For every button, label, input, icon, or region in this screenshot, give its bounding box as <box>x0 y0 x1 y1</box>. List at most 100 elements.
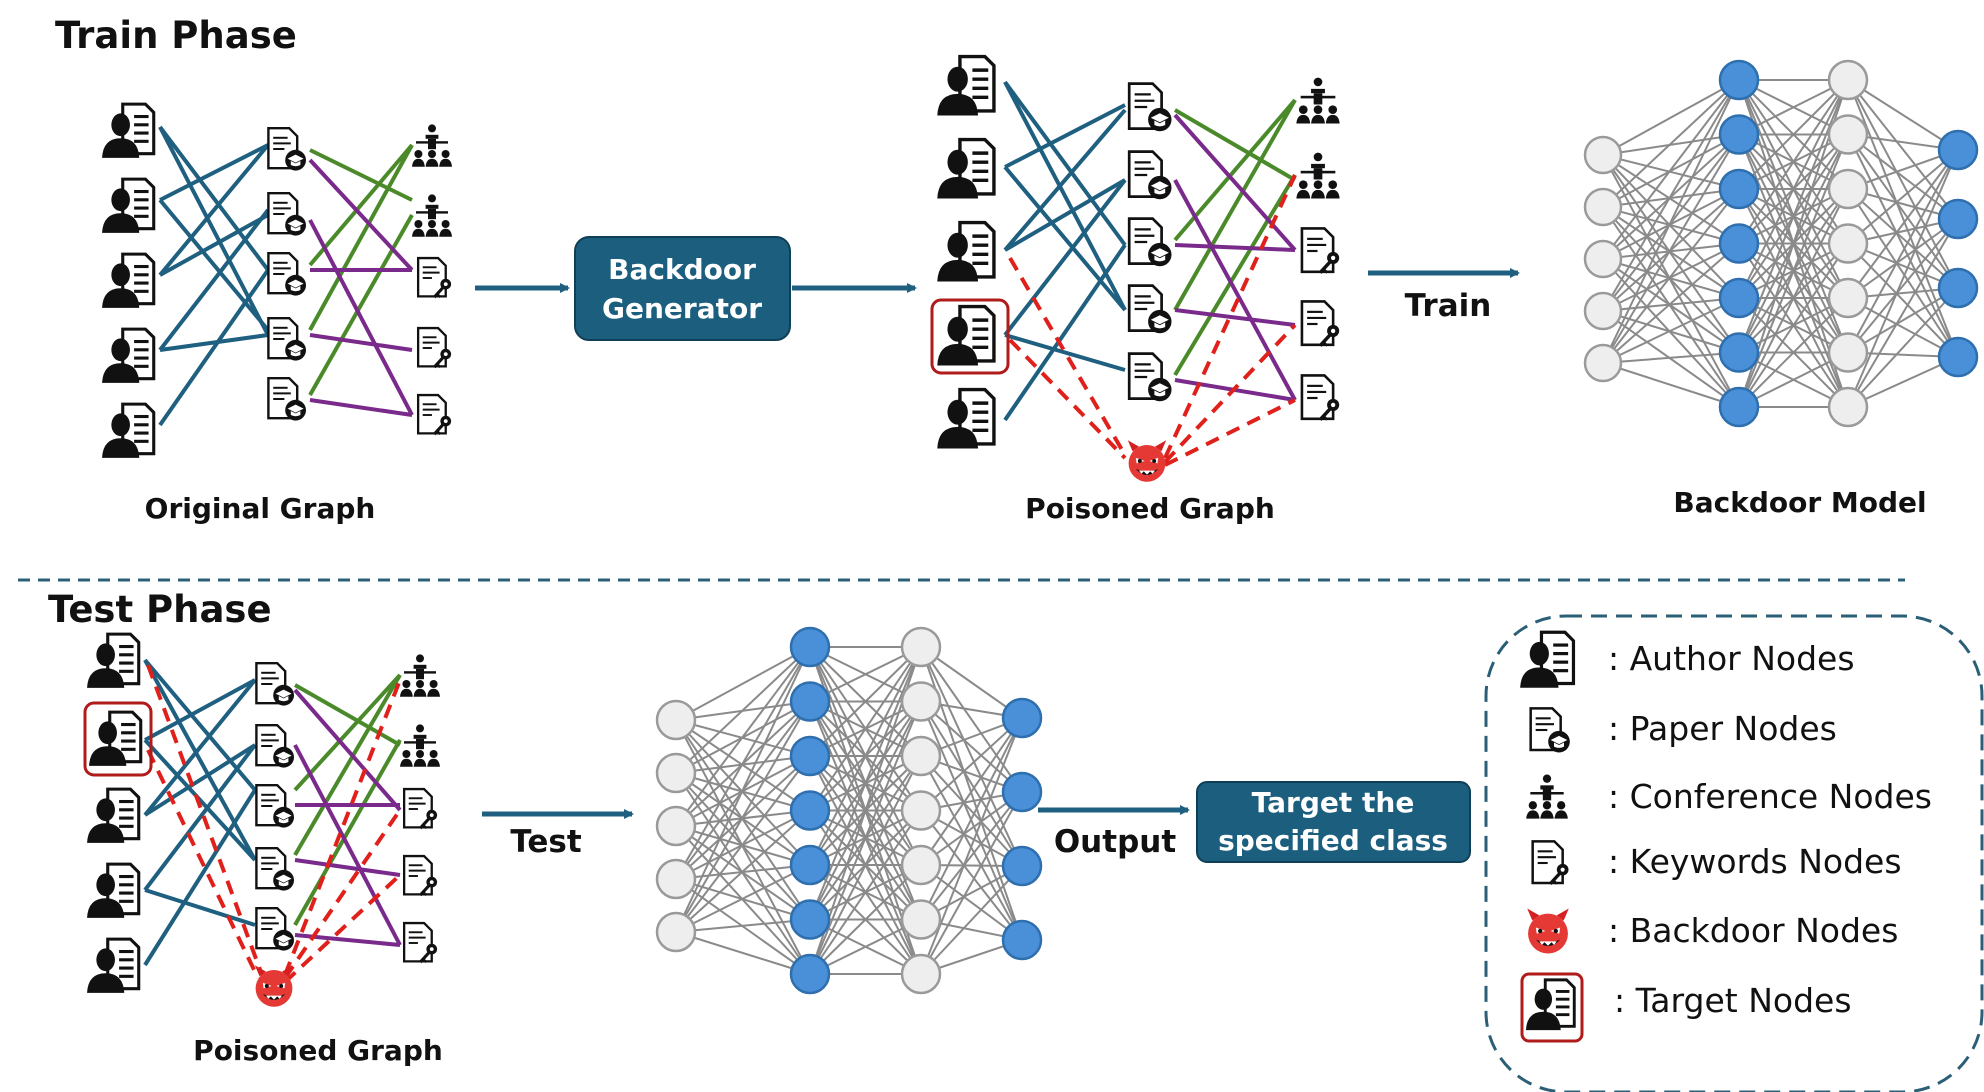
nn-connection <box>920 646 1023 793</box>
poisoned-graph-test-label: Poisoned Graph <box>193 1034 443 1067</box>
author-node-icon <box>100 252 156 310</box>
nn-connection <box>1602 154 1740 190</box>
nn-connection <box>1738 79 1849 353</box>
nn-connection <box>1602 79 1740 156</box>
nn-connection <box>920 646 1023 867</box>
nn-connection <box>1847 242 1959 358</box>
nn-connection <box>920 717 1023 975</box>
neuron-blue <box>1937 336 1979 378</box>
nn-connection <box>809 646 922 866</box>
nn-connection <box>809 646 922 703</box>
nn-connection <box>1847 134 1959 358</box>
nn-connection <box>920 717 1023 812</box>
paper-node-icon <box>255 907 296 952</box>
neuron-blue <box>789 899 831 940</box>
nn-connection <box>1602 79 1740 208</box>
nn-connection <box>1602 351 1740 364</box>
nn-connection <box>675 809 811 933</box>
nn-connection <box>920 717 1023 866</box>
paper-node-icon <box>255 784 296 829</box>
conference-node-icon <box>400 724 440 767</box>
nn-connection <box>809 755 922 975</box>
original-graph-edges <box>158 125 414 427</box>
neuron-gray <box>900 899 942 940</box>
nn-connection <box>920 700 1023 793</box>
nn-connection <box>1602 206 1740 245</box>
nn-connection <box>809 646 922 920</box>
nn-connection <box>675 864 811 933</box>
conference-node-icon <box>412 124 452 167</box>
neuron-gray <box>655 805 697 847</box>
neuron-gray <box>1827 277 1869 319</box>
neuron-blue <box>789 953 831 995</box>
neuron-gray <box>1583 343 1623 383</box>
neuron-blue <box>789 790 831 831</box>
nn-connection <box>1847 287 1959 354</box>
nn-connection <box>1602 206 1740 354</box>
nn-connection <box>675 646 811 774</box>
nn-connection <box>1738 79 1849 190</box>
train-arrow-label: Train <box>1405 288 1492 324</box>
nn-connection <box>1602 310 1740 408</box>
paper-node-icon <box>255 724 296 769</box>
nn-connection <box>1602 79 1740 260</box>
nn-connection <box>1602 297 1740 364</box>
nn-connection <box>1738 297 1849 408</box>
nn-connection <box>920 791 1023 975</box>
nn-connection <box>1847 188 1959 358</box>
nn-connection <box>1602 154 1740 354</box>
nn-connection <box>675 931 811 975</box>
author-node-icon <box>85 787 141 845</box>
conference-node-icon <box>412 194 452 237</box>
nn-connections <box>1602 79 1959 408</box>
nn-connection <box>1847 297 1959 358</box>
nn-connection <box>920 646 1023 719</box>
neuron-gray <box>1827 114 1869 155</box>
neuron-blue <box>1718 277 1760 319</box>
author-node-icon <box>935 304 996 368</box>
author-node-icon <box>1518 630 1576 690</box>
nn-connection <box>1602 258 1740 299</box>
nn-connection <box>1738 351 1849 408</box>
nn-connection <box>1602 362 1740 408</box>
legend-item-label: : Backdoor Nodes <box>1608 911 1898 950</box>
keywords-node-icon <box>402 921 439 964</box>
nn-connection <box>1738 242 1849 408</box>
nn-connection <box>675 646 811 827</box>
nn-connection <box>1847 79 1959 220</box>
keywords-node-icon <box>402 787 439 830</box>
paper-node-icon <box>255 662 296 707</box>
conference-node-icon <box>1296 77 1340 124</box>
target-class-label-line2: specified class <box>1218 824 1448 857</box>
nn-connection <box>809 646 922 757</box>
target-node-highlight <box>930 298 1010 375</box>
neuron-gray <box>900 735 942 777</box>
nn-connection <box>1738 79 1849 136</box>
backdoor-node-icon <box>1527 908 1569 954</box>
nn-connection <box>675 700 811 933</box>
nn-connection <box>1847 218 1959 354</box>
nn-connection <box>920 864 1023 941</box>
neuron-blue <box>1001 845 1043 887</box>
neuron-blue <box>1937 129 1979 171</box>
keywords-node-icon <box>416 326 453 369</box>
paper-node-icon <box>267 317 308 362</box>
nn-connection <box>1602 206 1740 408</box>
neuron-blue <box>1718 114 1760 155</box>
nn-connection <box>675 646 811 933</box>
train-phase-title: Train Phase <box>55 14 297 57</box>
neuron-blue <box>1937 267 1979 309</box>
nn-connection <box>1847 218 1959 299</box>
legend-item-label: : Author Nodes <box>1608 639 1855 678</box>
nn-connection <box>1602 133 1740 364</box>
neuron-gray <box>655 752 697 794</box>
author-node-icon <box>87 710 143 768</box>
test-arrow-label: Test <box>510 824 582 860</box>
paper-node-icon <box>267 126 308 172</box>
nn-connection <box>1847 133 1959 289</box>
test-model-network <box>655 626 1043 995</box>
nn-connection <box>1847 149 1959 353</box>
author-node-icon <box>85 632 141 690</box>
paper-node-icon <box>1529 707 1572 754</box>
